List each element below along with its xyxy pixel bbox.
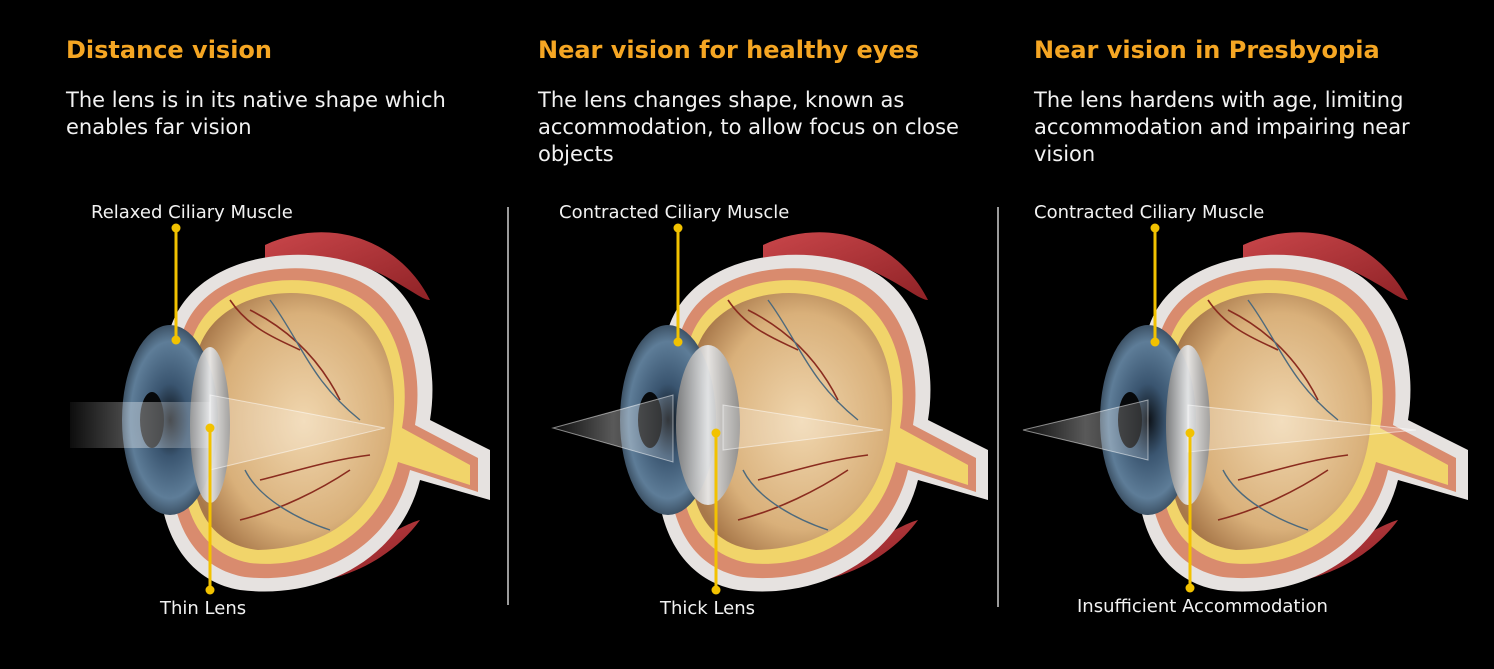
eye-illustration bbox=[551, 223, 988, 595]
panel-description: The lens is in its native shape which en… bbox=[66, 88, 446, 139]
lens-label: Insufficient Accommodation bbox=[1077, 596, 1328, 617]
eye-cross-section bbox=[70, 223, 490, 595]
panel-title: Distance vision bbox=[66, 36, 273, 64]
ciliary-muscle-label: Contracted Ciliary Muscle bbox=[559, 202, 790, 223]
eye-cross-section bbox=[551, 223, 988, 595]
panel-description: The lens hardens with age, limiting acco… bbox=[1034, 88, 1410, 166]
eye-illustration bbox=[70, 223, 490, 595]
lens-label: Thin Lens bbox=[160, 598, 247, 619]
lens-label: Thick Lens bbox=[660, 598, 756, 619]
ciliary-muscle-label: Contracted Ciliary Muscle bbox=[1034, 202, 1265, 223]
panel-near-vision-presbyopia: Near vision in Presbyopia The lens harde… bbox=[1000, 0, 1494, 669]
panel-title: Near vision for healthy eyes bbox=[538, 36, 920, 64]
divider bbox=[507, 207, 509, 605]
eye-illustration bbox=[1022, 223, 1468, 593]
panel-near-vision-healthy: Near vision for healthy eyes The lens ch… bbox=[510, 0, 995, 669]
panel-description: The lens changes shape, known as accommo… bbox=[538, 88, 959, 166]
panel-title: Near vision in Presbyopia bbox=[1034, 36, 1380, 64]
ciliary-muscle-label: Relaxed Ciliary Muscle bbox=[91, 202, 293, 223]
eye-cross-section bbox=[1022, 223, 1468, 593]
panel-distance-vision: Distance vision The lens is in its nativ… bbox=[0, 0, 505, 669]
divider bbox=[997, 207, 999, 607]
